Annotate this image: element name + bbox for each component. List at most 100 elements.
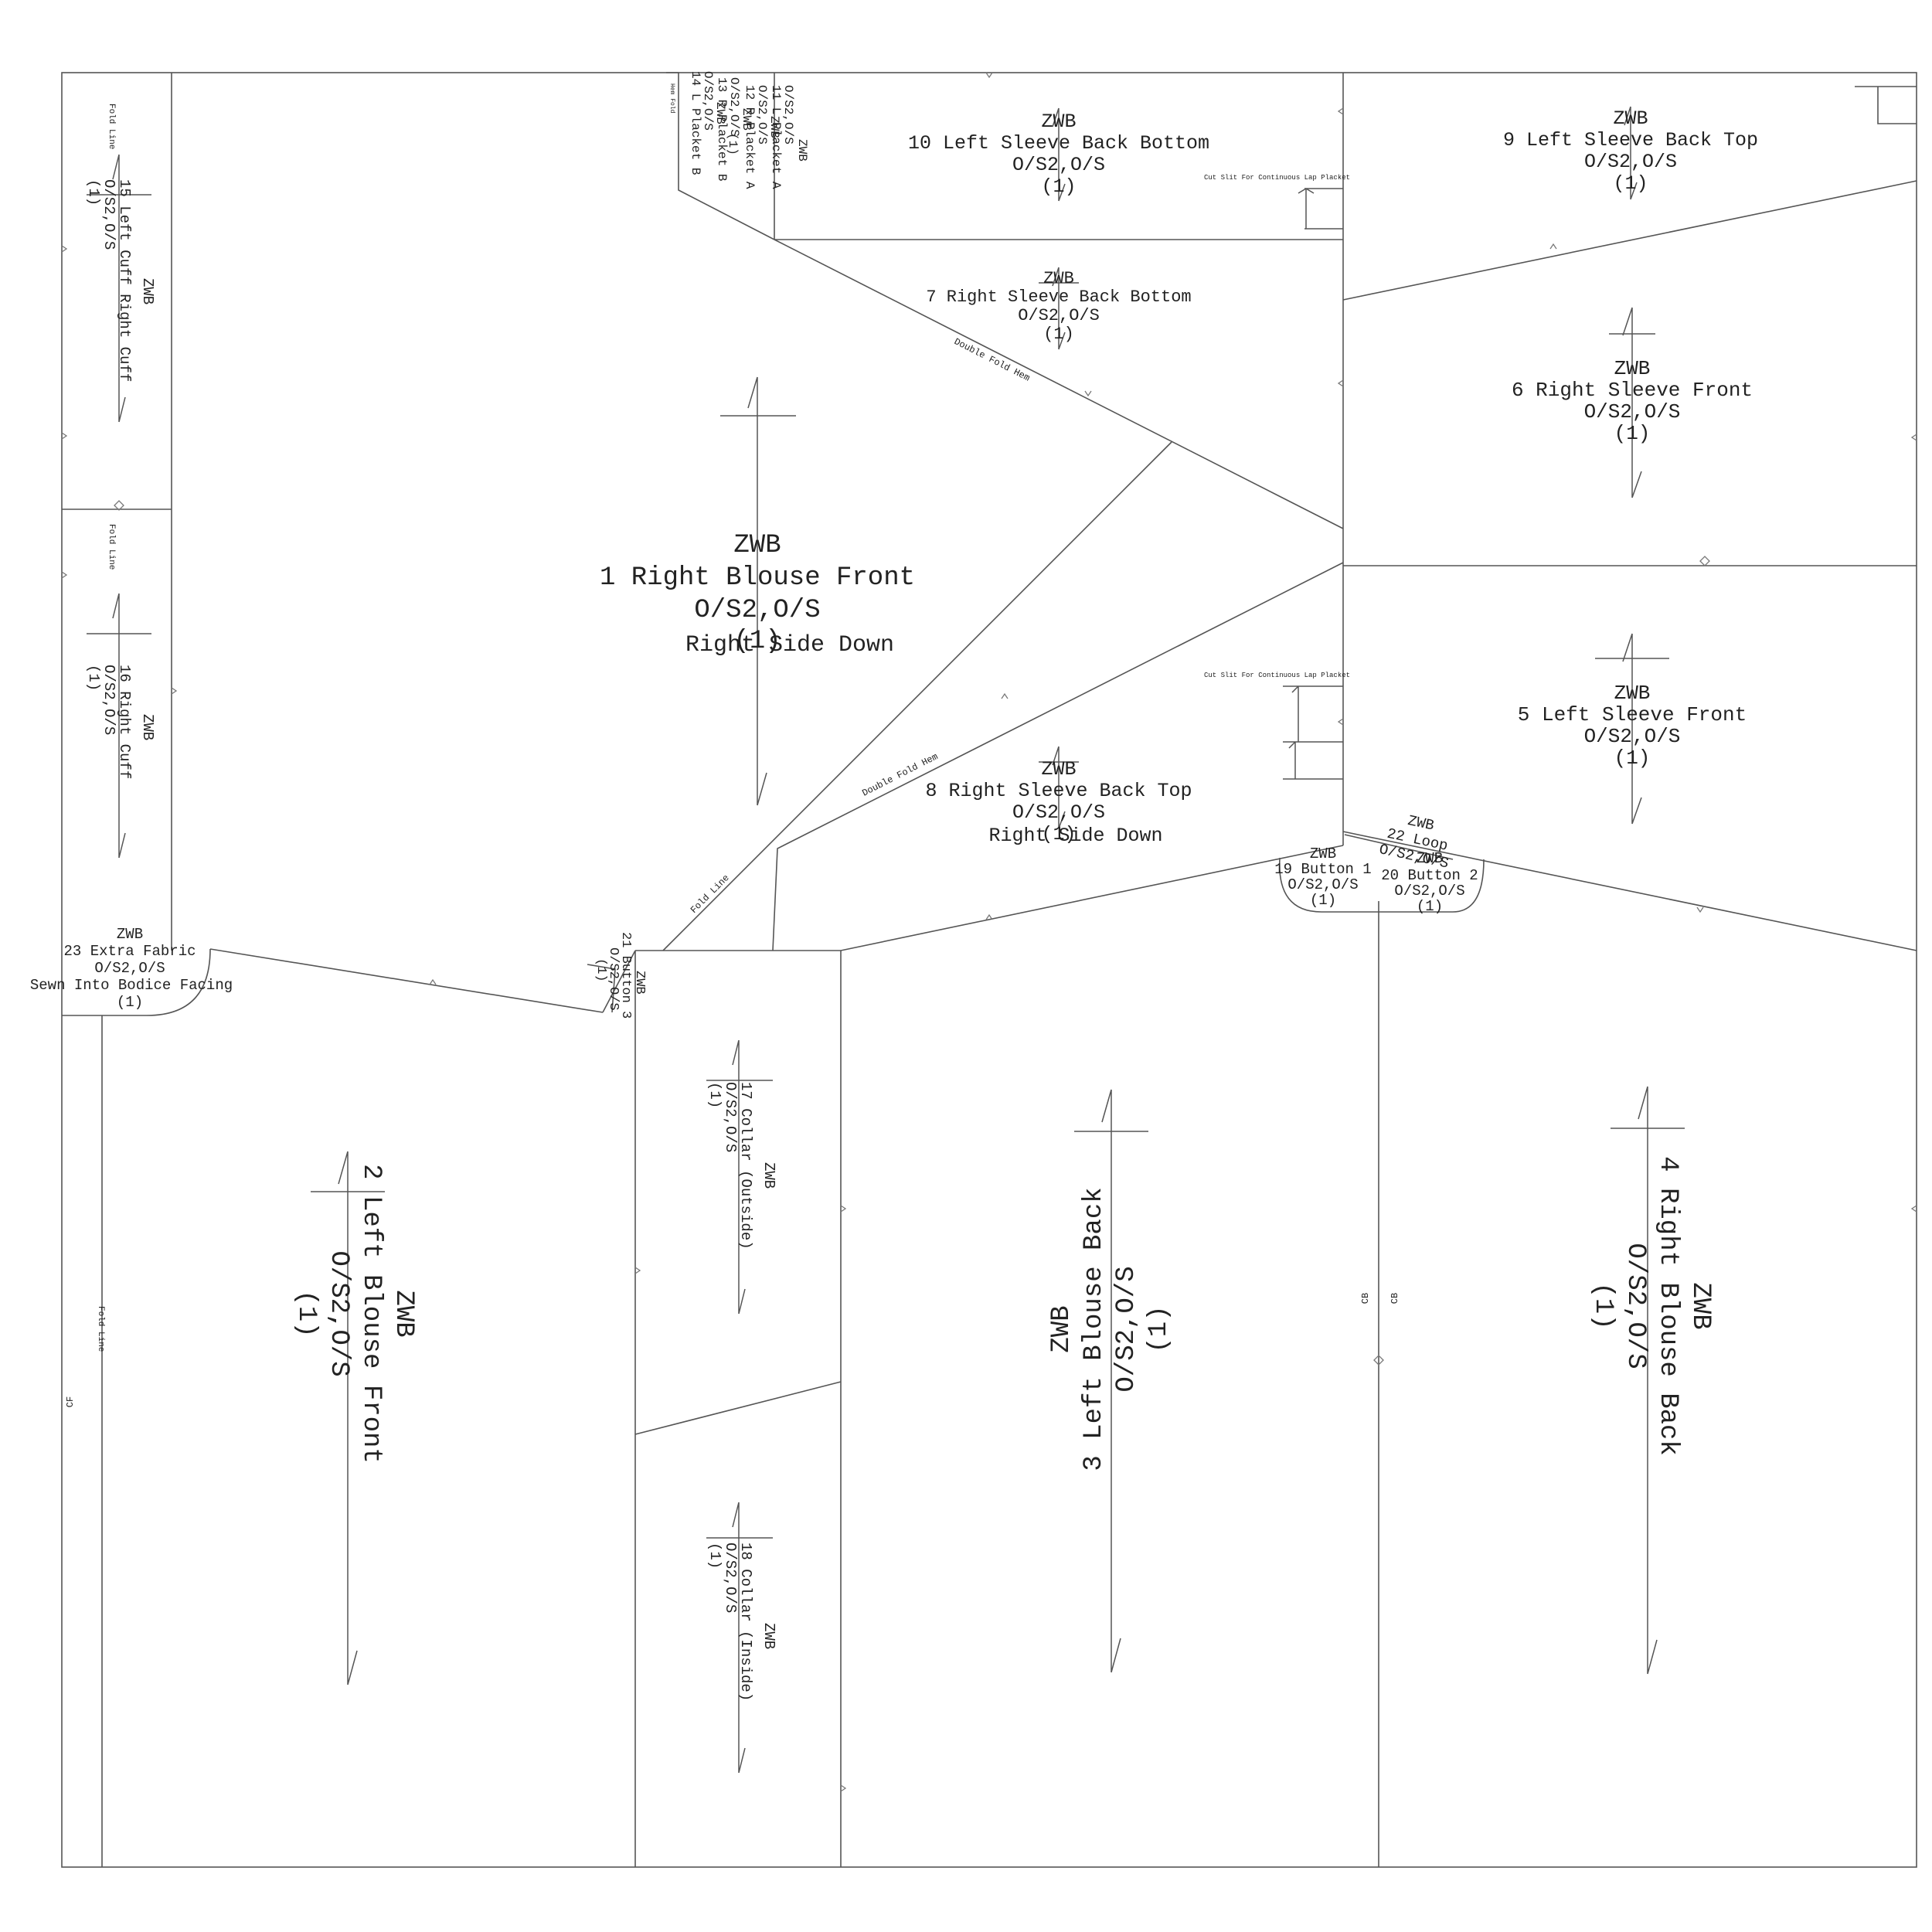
label-line: O/S2,O/S bbox=[94, 960, 165, 977]
label-line: (1) bbox=[1310, 892, 1336, 909]
grainline-piece-2 bbox=[311, 1151, 385, 1685]
notch-mark bbox=[840, 1784, 847, 1792]
cut-line bbox=[774, 239, 1344, 529]
label-line: 13 R Placket B bbox=[715, 77, 729, 181]
piece-label-2: ZWB 2 Left Blouse Front O/S2,O/S (1) bbox=[291, 1164, 418, 1464]
placket-outline bbox=[666, 72, 775, 240]
label-line: ZWB bbox=[733, 531, 781, 560]
label-line: 4 Right Blouse Back bbox=[1653, 1156, 1682, 1456]
piece-label-13: 13 R Placket B O/S2,O/S ZWB bbox=[715, 77, 753, 181]
label-line: (1) bbox=[85, 179, 102, 206]
piece-label-9: ZWB 9 Left Sleeve Back Top O/S2,O/S (1) bbox=[1503, 107, 1758, 195]
label-line: 23 Extra Fabric bbox=[63, 943, 196, 960]
label-line: (1) bbox=[706, 1082, 723, 1108]
label-line: O/S2,O/S bbox=[1018, 306, 1100, 325]
piece-label-8: ZWB 8 Right Sleeve Back Top O/S2,O/S (1)… bbox=[925, 758, 1192, 847]
grainline-piece-1 bbox=[720, 376, 796, 806]
notch-mark bbox=[985, 913, 993, 920]
label-line: (1) bbox=[85, 665, 102, 691]
label-line: O/S2,O/S bbox=[1287, 876, 1358, 893]
notch-mark bbox=[171, 687, 178, 695]
label-line: ZWB bbox=[1043, 269, 1074, 288]
cut-line bbox=[1855, 86, 1917, 124]
cut-line bbox=[1342, 831, 1917, 951]
piece-label-16: 16 Right Cuff O/S2,O/S (1) ZWB bbox=[85, 665, 156, 779]
label-line: O/S2,O/S bbox=[694, 596, 820, 625]
label-line: 5 Left Sleeve Front bbox=[1518, 703, 1747, 726]
notch-mark bbox=[1910, 1205, 1917, 1213]
notch-mark bbox=[61, 432, 68, 440]
label-line: O/S2,O/S bbox=[100, 179, 117, 250]
label-line: 10 Left Sleeve Back Bottom bbox=[908, 132, 1209, 155]
grainline-piece-7 bbox=[1039, 267, 1079, 350]
label-line: (1) bbox=[1588, 1282, 1617, 1329]
label-line: (1) bbox=[1614, 422, 1651, 445]
label-line: O/S2,O/S bbox=[1621, 1243, 1650, 1369]
label-line: O/S2,O/S bbox=[1584, 151, 1677, 173]
slit-label: Cut Slit For Continuous Lap Placket bbox=[1204, 174, 1350, 182]
piece-label-22: ZWB 22 Loop O/S2,O/S bbox=[1378, 812, 1451, 872]
label-line: (1) bbox=[1614, 747, 1651, 770]
annotations: Fold Line Fold Line Fold Line Double Fol… bbox=[65, 83, 1400, 1407]
notch-mark bbox=[1699, 556, 1710, 566]
label-line: (1) bbox=[1043, 325, 1074, 344]
piece-label-6: ZWB 6 Right Sleeve Front O/S2,O/S (1) bbox=[1512, 357, 1753, 445]
notch-mark bbox=[61, 245, 68, 253]
label-line: ZWB bbox=[740, 108, 753, 131]
piece-label-3: ZWB 3 Left Blouse Back O/S2,O/S (1) bbox=[1047, 1187, 1174, 1471]
grainline-piece-3 bbox=[1074, 1089, 1148, 1673]
fold-line-label: Fold Line bbox=[689, 872, 732, 916]
notch-mark bbox=[840, 1205, 847, 1213]
grainlines bbox=[87, 106, 1685, 1774]
label-line: O/S2,O/S bbox=[722, 1082, 739, 1152]
loop-22-outline bbox=[1344, 834, 1454, 860]
notch-mark bbox=[1337, 379, 1344, 387]
label-line: O/S2,O/S bbox=[727, 77, 741, 137]
label-line: 20 Button 2 bbox=[1381, 867, 1478, 884]
label-line: O/S2,O/S bbox=[1394, 883, 1464, 900]
label-line: ZWB bbox=[117, 926, 143, 943]
label-line: Right Side Down bbox=[988, 825, 1162, 847]
notch-mark bbox=[61, 571, 68, 579]
notch-mark bbox=[1337, 718, 1344, 726]
label-line: (1) bbox=[291, 1290, 321, 1337]
label-line: ZWB bbox=[795, 139, 809, 162]
fold-line-label: Fold Line bbox=[107, 524, 116, 570]
label-line: ZWB bbox=[1614, 682, 1651, 705]
notch-mark bbox=[985, 72, 993, 79]
piece-label-20: ZWB 20 Button 2 O/S2,O/S (1) bbox=[1381, 850, 1478, 915]
label-line: O/S2,O/S bbox=[701, 71, 715, 131]
piece-label-15: 15 Left Cuff Right Cuff O/S2,O/S (1) ZWB bbox=[85, 179, 156, 382]
piece-label-17: 17 Collar (Outside) O/S2,O/S (1) ZWB bbox=[706, 1082, 777, 1250]
label-line: (1) bbox=[594, 958, 608, 982]
piece-23-outline bbox=[62, 948, 211, 1016]
label-line: (1) bbox=[1145, 1305, 1174, 1352]
label-line: ZWB bbox=[1041, 111, 1076, 133]
label-line: (1) bbox=[117, 994, 143, 1011]
notch-mark bbox=[114, 500, 124, 511]
notch-mark bbox=[1001, 692, 1009, 699]
label-line: 15 Left Cuff Right Cuff bbox=[116, 179, 133, 382]
label-line: 6 Right Sleeve Front bbox=[1512, 379, 1753, 402]
label-line: 11 L Placket A bbox=[769, 85, 783, 189]
label-line: (1) bbox=[733, 627, 781, 656]
notch-mark bbox=[429, 978, 437, 985]
notch-mark bbox=[1549, 243, 1557, 250]
fold-line-label: Fold Line bbox=[107, 104, 116, 149]
label-line: 14 L Placket B bbox=[689, 71, 702, 175]
grainline-piece-16 bbox=[87, 593, 151, 859]
notch-mark bbox=[1084, 390, 1092, 397]
label-line: O/S2,O/S bbox=[722, 1543, 739, 1613]
piece-label-21: 21 Button 3 O/S2,O/S (1) ZWB bbox=[594, 932, 647, 1019]
label-line: ZWB bbox=[1417, 850, 1443, 867]
grainline-piece-18 bbox=[706, 1502, 773, 1774]
piece-label-12: 12 R Placket A O/S2,O/S ZWB bbox=[743, 85, 781, 189]
notch-mark bbox=[1696, 906, 1704, 913]
label-line: ZWB bbox=[1310, 845, 1336, 862]
button-20-outline bbox=[1379, 859, 1485, 913]
label-line: O/S2,O/S bbox=[606, 947, 621, 1011]
label-line: ZWB bbox=[389, 1290, 418, 1337]
label-line: (1) bbox=[726, 133, 740, 155]
cut-lines bbox=[61, 72, 1917, 1868]
label-line: 21 Button 3 bbox=[618, 932, 633, 1019]
